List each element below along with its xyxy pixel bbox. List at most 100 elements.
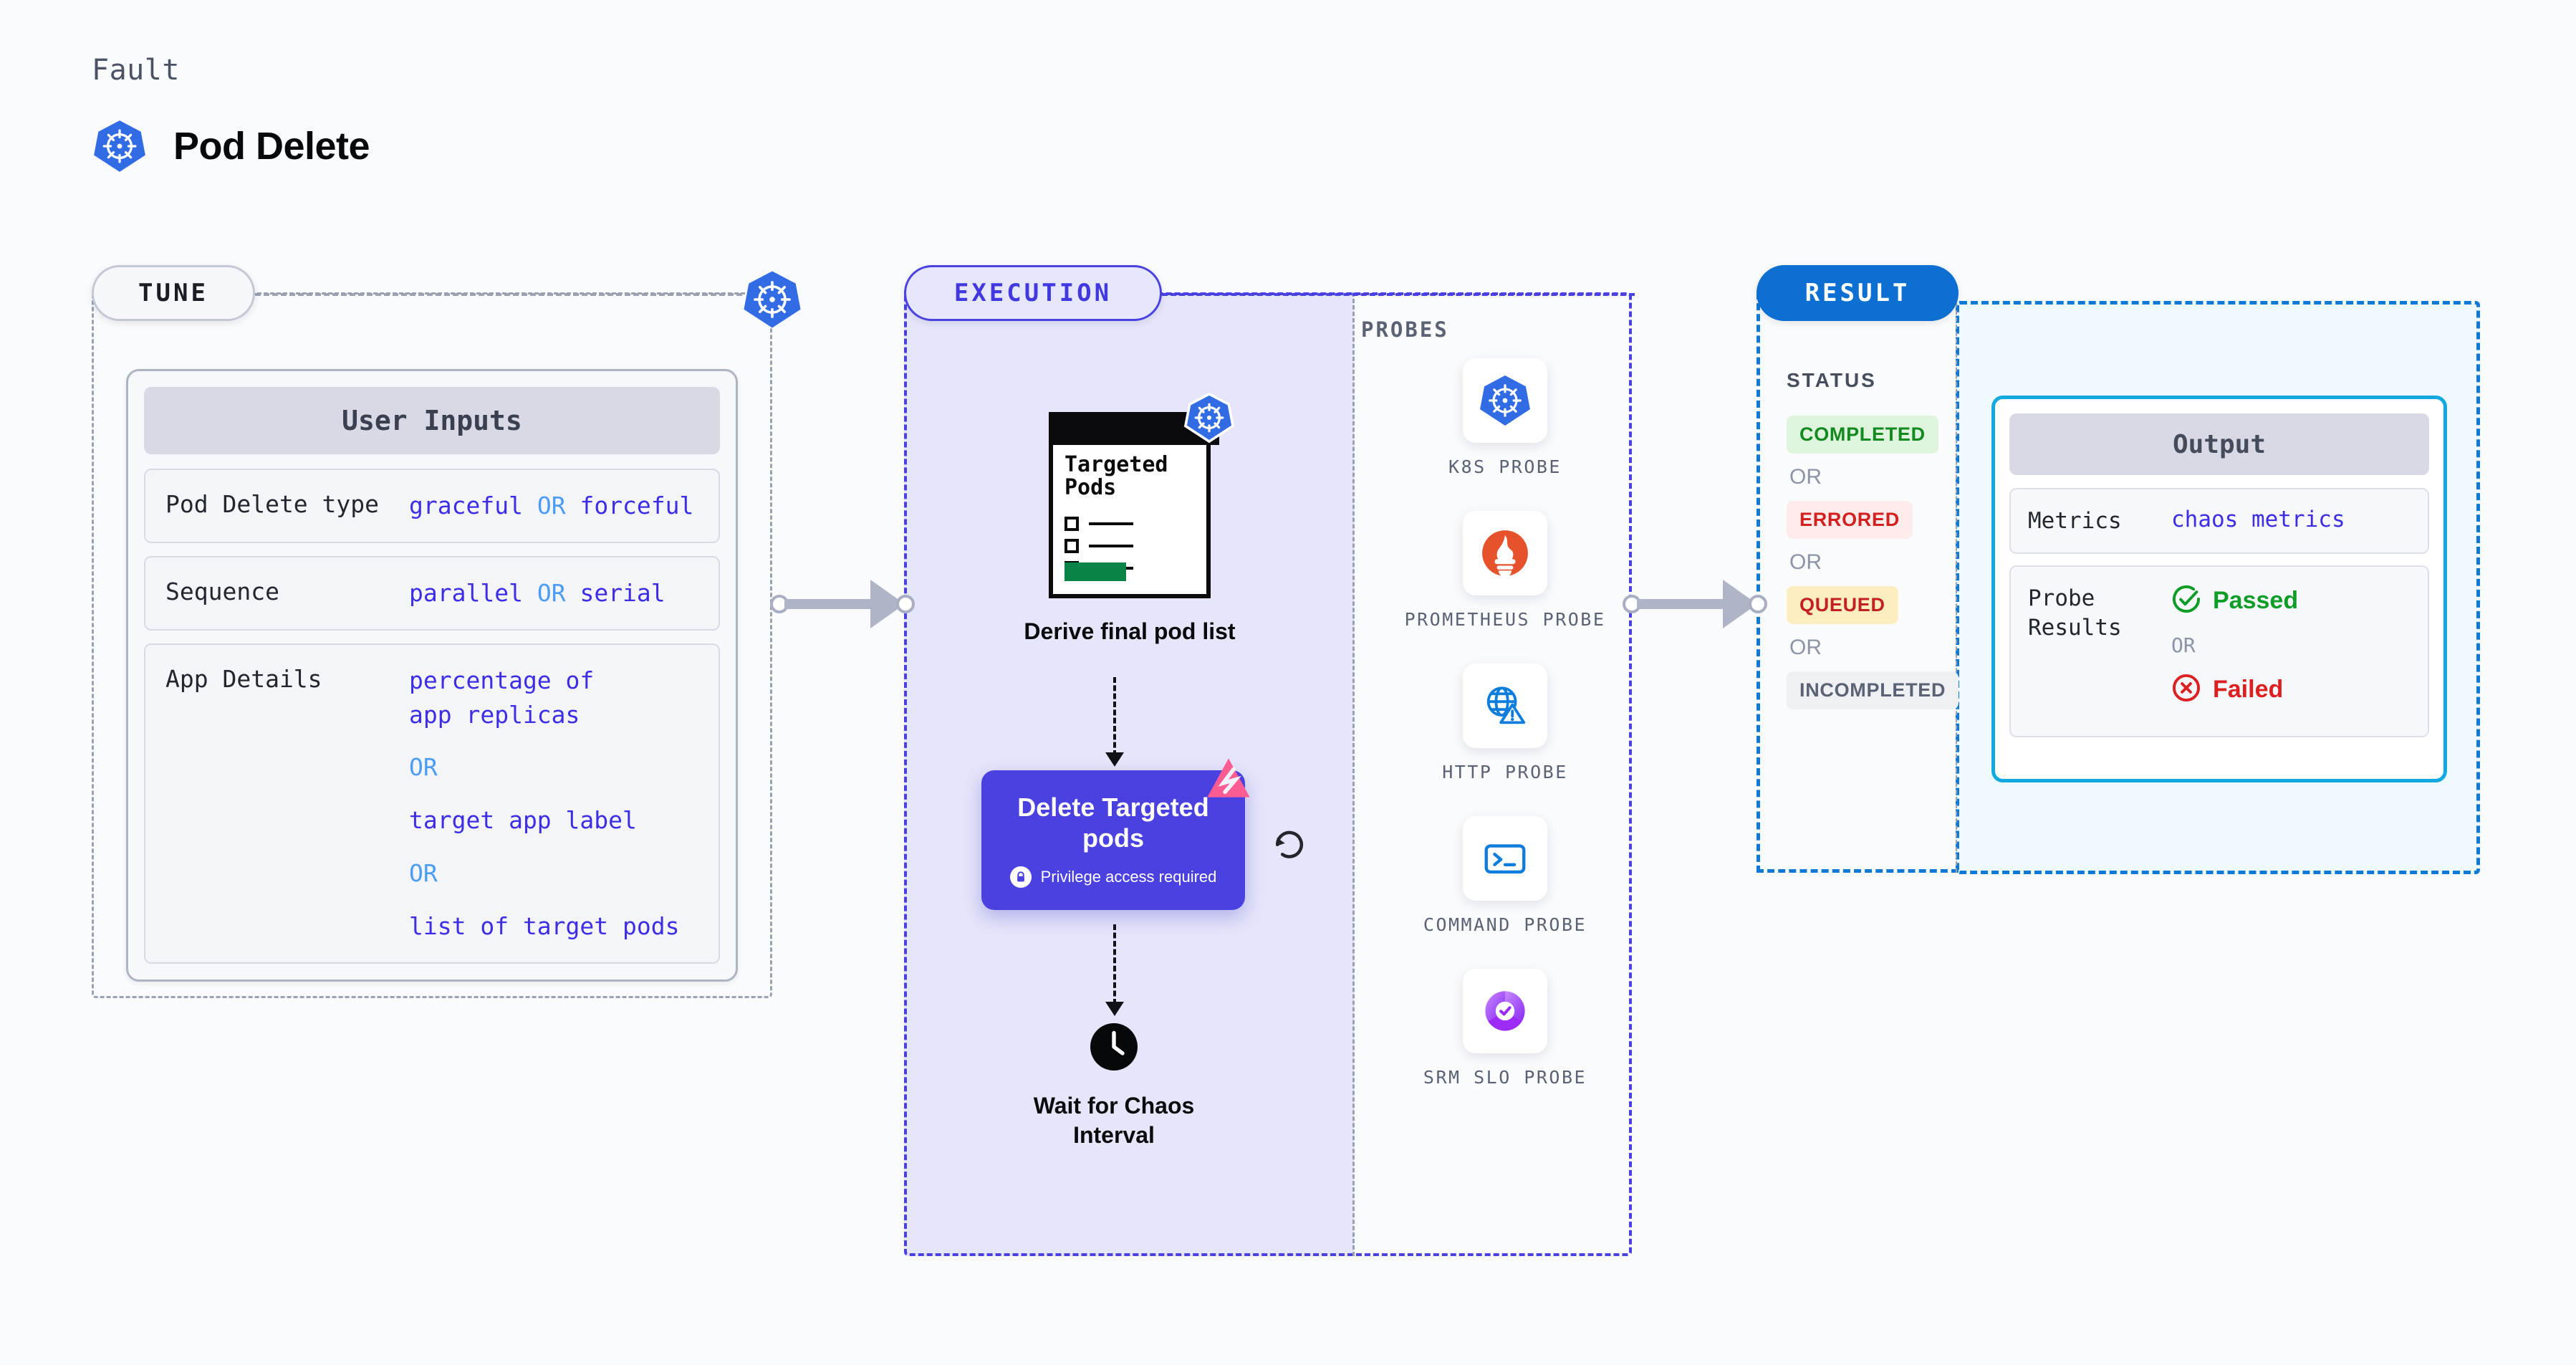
output-card: Output Metrics chaos metrics Probe Resul… (1991, 396, 2447, 782)
value-option: list of target pods (409, 911, 680, 940)
node-wait-for-chaos-interval[interactable]: Wait for Chaos Interval (1017, 1021, 1211, 1150)
node-delete-targeted-pods[interactable]: Delete Targeted pods Privilege access re… (981, 758, 1250, 910)
probes-divider (1352, 292, 1355, 1256)
input-row-app-details[interactable]: App Details percentage of app replicas O… (144, 643, 720, 964)
node-caption: Derive final pod list (1024, 618, 1236, 644)
value-option: percentage of app replicas (409, 666, 595, 729)
kubernetes-icon (1463, 358, 1547, 443)
doc-title: Targeted Pods (1064, 452, 1168, 501)
status-separator: OR (1789, 636, 1822, 659)
flow-arrow-delete-to-wait (1113, 924, 1116, 1005)
clock-icon (1017, 1021, 1211, 1073)
input-row-pod-delete-type[interactable]: Pod Delete type graceful OR forceful (144, 469, 720, 543)
value-option: graceful (409, 492, 523, 519)
input-value: percentage of app replicas OR target app… (409, 664, 680, 944)
probe-label: SRM SLO PROBE (1423, 1067, 1587, 1088)
probe-label: K8S PROBE (1448, 456, 1562, 477)
loop-icon (1269, 823, 1309, 863)
connector-bar (1637, 599, 1734, 609)
probe-result-separator-row: OR (2171, 633, 2298, 657)
user-inputs-heading: User Inputs (144, 387, 720, 454)
status-separator: OR (1789, 465, 1822, 489)
doc-progress-bar (1064, 562, 1126, 581)
flow-arrow-derive-to-delete (1113, 677, 1116, 756)
tune-connector-line (255, 293, 742, 296)
probe-label: HTTP PROBE (1442, 762, 1568, 782)
checkbox-icon (1064, 517, 1079, 531)
node-subtitle: Privilege access required (1040, 867, 1217, 886)
output-key: Metrics (2028, 508, 2122, 534)
check-circle-icon (2171, 584, 2201, 618)
input-row-sequence[interactable]: Sequence parallel OR serial (144, 555, 720, 631)
terminal-icon (1463, 816, 1547, 901)
probes-section-label: PROBES (1361, 317, 1449, 342)
probe-result-passed: Passed (2171, 584, 2298, 618)
probe-results-stack: Passed OR Failed (2171, 584, 2298, 707)
chaos-badge-icon (1202, 753, 1255, 806)
probe-label: COMMAND PROBE (1423, 914, 1587, 935)
fault-title-row: Pod Delete (92, 118, 370, 174)
arrow-down-icon (1105, 752, 1124, 767)
execution-stage-label: EXECUTION (904, 265, 1162, 321)
value-option: serial (580, 578, 665, 607)
probe-result-separator: OR (2171, 633, 2196, 658)
connector-dot (896, 595, 915, 613)
prometheus-flame-icon (1463, 511, 1547, 595)
slo-donut-check-icon (1463, 969, 1547, 1053)
output-value: chaos metrics (2171, 507, 2345, 532)
status-section-label: STATUS (1787, 369, 1877, 391)
node-subtitle-row: Privilege access required (1009, 866, 1217, 888)
node-title: Delete Targeted pods (1017, 792, 1209, 853)
probe-item-command[interactable]: COMMAND PROBE (1394, 816, 1616, 937)
probe-item-prometheus[interactable]: PROMETHEUS PROBE (1394, 511, 1616, 632)
value-option: target app label (409, 806, 637, 835)
input-key: App Details (165, 664, 322, 693)
kubernetes-icon (1183, 392, 1235, 444)
user-inputs-card: User Inputs Pod Delete type graceful OR … (126, 369, 738, 982)
value-separator: OR (537, 578, 566, 607)
status-badge: ERRORED (1787, 501, 1913, 539)
status-badge: COMPLETED (1787, 416, 1938, 454)
globe-warning-icon (1463, 664, 1547, 748)
arrow-down-icon (1105, 1002, 1124, 1016)
status-column-divider (1956, 296, 1957, 873)
probe-item-http[interactable]: HTTP PROBE (1394, 664, 1616, 785)
output-row-probe-results[interactable]: Probe Results Passed OR (2009, 565, 2429, 738)
fault-eyebrow-label: Fault (92, 54, 180, 87)
status-badge: QUEUED (1787, 586, 1898, 624)
targeted-pods-document-icon: Targeted Pods (1049, 392, 1235, 598)
execution-connector-line (1162, 293, 1635, 296)
input-key: Pod Delete type (165, 490, 380, 518)
probe-result-label: Failed (2213, 676, 2284, 704)
probe-result-label: Passed (2213, 587, 2299, 615)
probe-label: PROMETHEUS PROBE (1404, 609, 1606, 630)
tune-stage-label: TUNE (92, 265, 255, 321)
probe-item-k8s[interactable]: K8S PROBE (1394, 358, 1616, 479)
probe-item-srm-slo[interactable]: SRM SLO PROBE (1394, 969, 1616, 1090)
probes-list: K8S PROBE PROMETHEUS PROBE (1394, 358, 1616, 1121)
connector-dot (1749, 595, 1767, 613)
x-circle-icon (2171, 673, 2201, 707)
value-option: parallel (409, 578, 523, 607)
probe-result-failed: Failed (2171, 673, 2298, 707)
output-heading: Output (2009, 413, 2429, 475)
value-option: forceful (580, 492, 694, 519)
node-derive-final-pod-list[interactable]: Targeted Pods (1004, 392, 1255, 646)
output-key: Probe Results (2028, 585, 2122, 641)
value-separator: OR (409, 753, 438, 782)
result-stage-label: RESULT (1756, 265, 1959, 321)
value-separator: OR (409, 859, 438, 888)
lock-icon (1009, 866, 1032, 888)
node-caption: Wait for Chaos Interval (1033, 1093, 1195, 1148)
connector-bar (784, 599, 881, 609)
value-separator: OR (537, 492, 566, 519)
status-badge-list: COMPLETED OR ERRORED OR QUEUED OR INCOMP… (1787, 416, 1959, 709)
result-status-column (1756, 292, 1959, 873)
kubernetes-icon (92, 118, 148, 174)
input-value: graceful OR forceful (409, 489, 693, 523)
status-badge: INCOMPLETED (1787, 671, 1959, 709)
status-separator: OR (1789, 550, 1822, 574)
output-row-metrics[interactable]: Metrics chaos metrics (2009, 488, 2429, 555)
page-title: Pod Delete (173, 125, 370, 168)
